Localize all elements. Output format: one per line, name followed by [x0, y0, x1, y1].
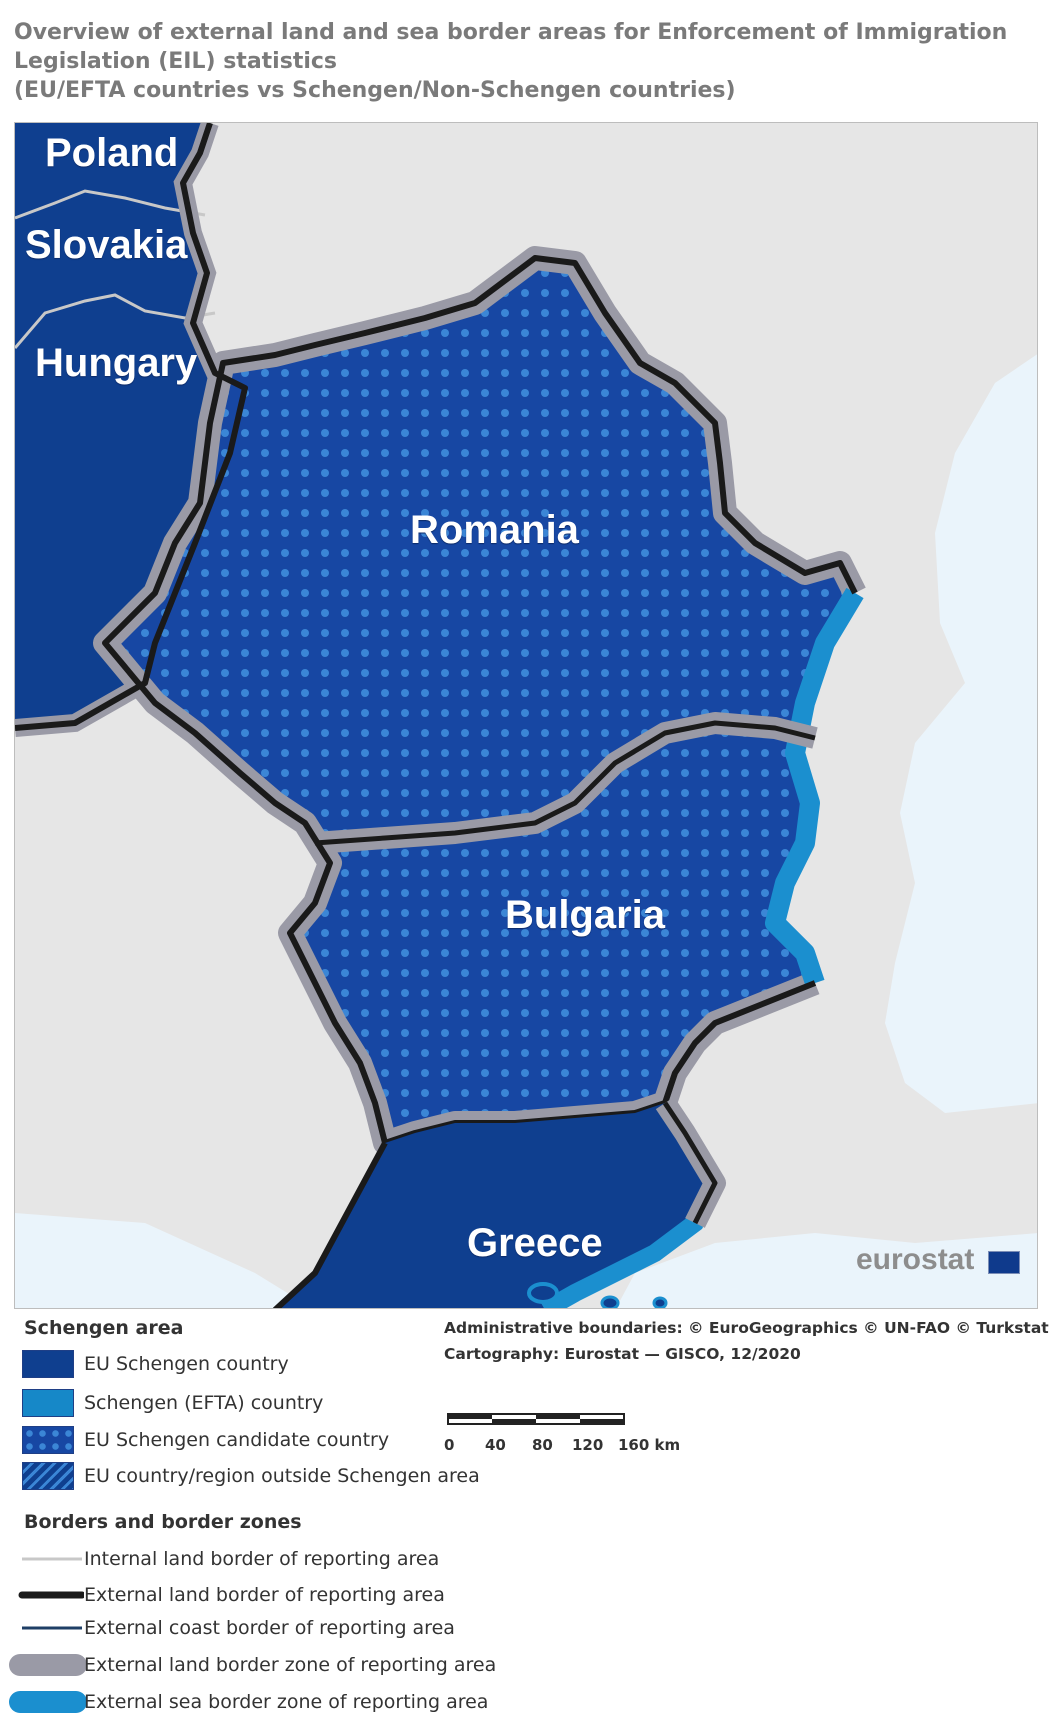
island [527, 1282, 559, 1304]
legend-schengen-heading: Schengen area [24, 1317, 184, 1339]
solid-light-blue-swatch-icon [22, 1389, 74, 1417]
label-slovakia: Slovakia [25, 223, 188, 267]
gray-band-icon [9, 1654, 87, 1676]
eu-flag-icon [988, 1251, 1020, 1274]
greece-territory [277, 1103, 715, 1308]
black-sea [885, 354, 1037, 1113]
romania-bulgaria-border-line [314, 720, 816, 846]
solid-dark-blue-swatch-icon [22, 1350, 74, 1378]
internal-border-slovakia-hungary [15, 293, 216, 349]
scale-bar: 0 40 80 120 160 km [444, 1408, 680, 1454]
scale-tick: 120 [572, 1436, 604, 1454]
central-europe-schengen-region [15, 123, 245, 728]
greece-land-border-line [272, 1141, 388, 1308]
romania-bulgaria-territory [105, 258, 855, 1143]
legend-item-label: EU country/region outside Schengen area [84, 1465, 480, 1487]
blue-band-icon [9, 1691, 87, 1713]
legend-item-label: EU Schengen candidate country [84, 1429, 390, 1451]
legend-item-label: External coast border of reporting area [84, 1617, 455, 1639]
black-sea-border-zone [765, 587, 864, 987]
title-line-1: Overview of external land and sea border… [14, 20, 1008, 45]
legend-borders-heading: Borders and border zones [24, 1511, 302, 1533]
scale-tick: 80 [532, 1436, 553, 1454]
greece-turkey-border-line [662, 1101, 718, 1225]
internal-border-poland-slovakia [15, 189, 206, 220]
scale-tick: 40 [485, 1436, 506, 1454]
map-title: Overview of external land and sea border… [14, 18, 1034, 105]
label-hungary: Hungary [35, 341, 198, 385]
label-romania: Romania [410, 508, 579, 552]
title-line-3: (EU/EFTA countries vs Schengen/Non-Schen… [14, 78, 736, 103]
legend-item-label: External land border of reporting area [84, 1584, 445, 1606]
legend-item-label: Internal land border of reporting area [84, 1548, 440, 1570]
dotted-blue-swatch-icon [22, 1426, 74, 1454]
legend-item-label: Schengen (EFTA) country [84, 1392, 324, 1414]
scale-bar-graphic [447, 1413, 625, 1425]
title-line-2: Legislation (EIL) statistics [14, 49, 338, 74]
scale-tick: 160 km [618, 1436, 681, 1454]
island [600, 1295, 620, 1308]
hatched-blue-swatch-icon [22, 1462, 74, 1490]
hungary-romania-border-line [15, 123, 248, 731]
eurostat-logo: eurostat [838, 1241, 1028, 1281]
aegean-sea-right [616, 1233, 1037, 1308]
aegean-sea-left [15, 1213, 312, 1308]
scale-tick: 0 [444, 1436, 455, 1454]
thin-navy-line-icon [22, 1626, 82, 1630]
thick-black-line-icon [18, 1591, 84, 1599]
legend-item-label: External land border zone of reporting a… [84, 1654, 497, 1676]
credits-cartography: Cartography: Eurostat — GISCO, 12/2020 [444, 1345, 801, 1363]
thin-gray-line-icon [22, 1557, 82, 1561]
label-poland: Poland [45, 131, 179, 175]
map-frame: Poland Slovakia Hungary Romania Bulgaria… [14, 122, 1038, 1309]
label-bulgaria: Bulgaria [505, 893, 666, 937]
label-greece: Greece [467, 1221, 603, 1265]
legend-item-label: EU Schengen country [84, 1353, 289, 1375]
island [652, 1296, 668, 1308]
map-canvas [15, 123, 1037, 1308]
credits-boundaries: Administrative boundaries: © EuroGeograp… [444, 1319, 1049, 1337]
legend-item-label: External sea border zone of reporting ar… [84, 1691, 489, 1713]
external-land-border-line [102, 255, 858, 1146]
eurostat-wordmark: eurostat [856, 1243, 975, 1276]
